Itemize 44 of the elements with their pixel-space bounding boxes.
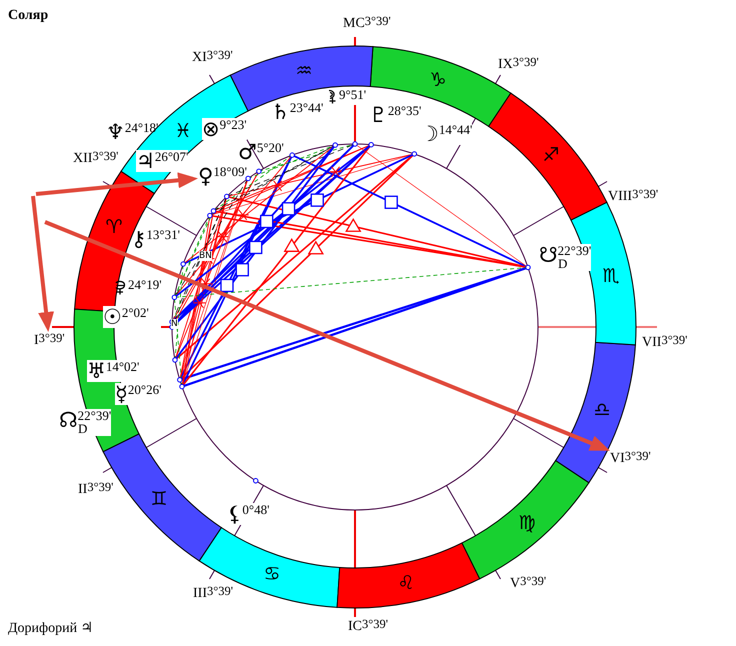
house-cusp-label: III$^{3°39'}$ (193, 585, 234, 603)
planet-position-label: ♇$^{28°35'}$ (369, 104, 422, 126)
degree-label: 9°51' (339, 88, 366, 102)
arrow (44, 220, 610, 451)
zodiac-sign-symbol: ♎ (593, 400, 611, 420)
zodiac-sign-symbol: ♈ (105, 217, 123, 237)
house-cusp-label: XII$^{3°39'}$ (73, 150, 118, 168)
degree-label: 24°19' (128, 278, 162, 292)
house-cusp-label: VI$^{3°39'}$ (610, 450, 651, 468)
planet-position-label: ☉$^{2°02'}$ (103, 306, 149, 328)
planet-position-label: ♂$^{5°20'}$ (238, 141, 284, 163)
arrow (36, 172, 198, 196)
house-cusp-label: IC$^{3°39'}$ (348, 618, 388, 636)
house-cusp-label: VIII$^{3°39'}$ (608, 188, 658, 206)
house-cusp-label: V$^{3°39'}$ (510, 575, 546, 593)
zodiac-sign-symbol: ♌ (397, 573, 415, 593)
zodiac-sign-symbol: ♒ (295, 61, 313, 81)
house-cusp-label: I$^{3°39'}$ (34, 332, 65, 350)
zodiac-sign-symbol: ♏ (602, 266, 620, 286)
aspect-label: N (171, 319, 178, 329)
zodiac-sign-symbol: ♍ (518, 513, 536, 533)
planet-position-label: ♆$^{24°18'}$ (106, 121, 158, 143)
planet-position-label: ⚷$^{13°31'}$ (131, 228, 180, 250)
planet-position-label: ⚸$^{0°48'}$ (227, 503, 270, 525)
arrow (31, 196, 54, 332)
planet-position-label: ☿$^{20°26'}$ (115, 383, 162, 405)
chart-title: Соляр (8, 8, 48, 24)
planet-position-label: ♄$^{23°44'}$ (271, 101, 324, 123)
house-cusp-label: MC$^{3°39'}$ (343, 15, 391, 33)
planet-position-label: ♅$^{14°02'}$ (87, 360, 140, 382)
house-cusp-label: IX$^{3°39'}$ (498, 56, 539, 74)
house-cusp-label: II$^{3°39'}$ (78, 481, 114, 499)
zodiac-sign-symbol: ♓ (174, 121, 192, 141)
zodiac-sign-symbol: ♊ (150, 489, 168, 509)
zodiac-sign-symbol: ♋ (263, 564, 281, 584)
planet-position-label: ♃$^{26°07'}$ (136, 150, 188, 172)
zodiac-sign-symbol: ♐ (542, 145, 560, 165)
planet-position-label: ♀$^{18°09'}$ (198, 165, 247, 187)
zodiac-sign-symbol: ♑ (429, 70, 447, 90)
note-text: Дорифорий ♃ (8, 621, 94, 637)
house-cusp-label: VII$^{3°39'}$ (642, 334, 688, 352)
house-cusp-label: XI$^{3°39'}$ (192, 49, 233, 67)
planet-position-label: ⊗$^{9°23'}$ (202, 118, 247, 140)
aspect-label: BN (199, 251, 212, 261)
